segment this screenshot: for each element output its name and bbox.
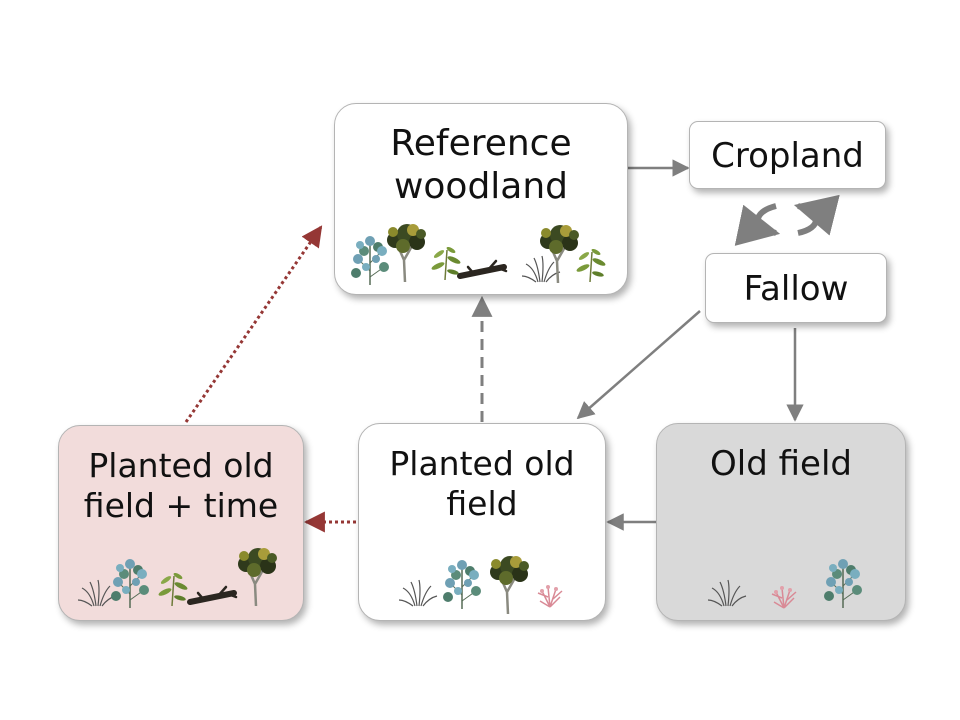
node-label: Planted old field bbox=[359, 444, 605, 523]
sapling-icon bbox=[574, 247, 608, 283]
shrub-icon bbox=[350, 235, 390, 286]
tree-icon bbox=[236, 546, 279, 608]
label-line-2: field + time bbox=[83, 485, 279, 525]
woodland-vegetation bbox=[350, 222, 608, 286]
arrow-fallow-to-planted bbox=[576, 310, 701, 420]
node-label: Old field bbox=[710, 444, 852, 484]
cycle-icon bbox=[734, 194, 840, 246]
forb-icon bbox=[537, 584, 563, 608]
node-label: Reference woodland bbox=[335, 122, 627, 208]
cycle-arrow-right bbox=[793, 194, 840, 236]
forb-icon bbox=[771, 585, 797, 609]
node-label: Cropland bbox=[711, 136, 864, 176]
node-planted-old-field: Planted old field bbox=[358, 423, 606, 621]
node-fallow: Fallow bbox=[705, 253, 887, 323]
node-reference-woodland: Reference woodland bbox=[334, 103, 628, 295]
label-line-1: Planted old bbox=[389, 444, 575, 483]
grass-icon bbox=[521, 255, 561, 283]
node-label: Fallow bbox=[743, 269, 849, 309]
label-line-1: Reference bbox=[390, 123, 572, 164]
fallen-log-icon bbox=[460, 261, 506, 276]
fallen-log-icon bbox=[190, 587, 236, 602]
node-cropland: Cropland bbox=[689, 121, 886, 189]
planted-time-vegetation bbox=[77, 546, 279, 609]
grass-icon bbox=[707, 579, 747, 607]
shrub-icon bbox=[110, 558, 150, 609]
tree-icon bbox=[538, 223, 581, 285]
oldfield-vegetation bbox=[707, 558, 863, 609]
label-line-2: field bbox=[446, 483, 518, 523]
sapling-icon bbox=[156, 571, 190, 607]
sapling-icon bbox=[429, 245, 463, 281]
grass-icon bbox=[77, 579, 117, 607]
label-line-1: Planted old bbox=[88, 446, 274, 485]
grass-icon bbox=[398, 579, 438, 607]
planted-vegetation bbox=[398, 554, 563, 616]
tree-icon bbox=[488, 554, 531, 616]
node-label: Planted old field + time bbox=[59, 446, 303, 525]
cycle-arrow-left bbox=[734, 203, 781, 246]
shrub-icon bbox=[823, 558, 863, 609]
tree-icon bbox=[385, 222, 428, 284]
shrub-icon bbox=[442, 559, 482, 610]
label-line-2: woodland bbox=[393, 166, 569, 208]
